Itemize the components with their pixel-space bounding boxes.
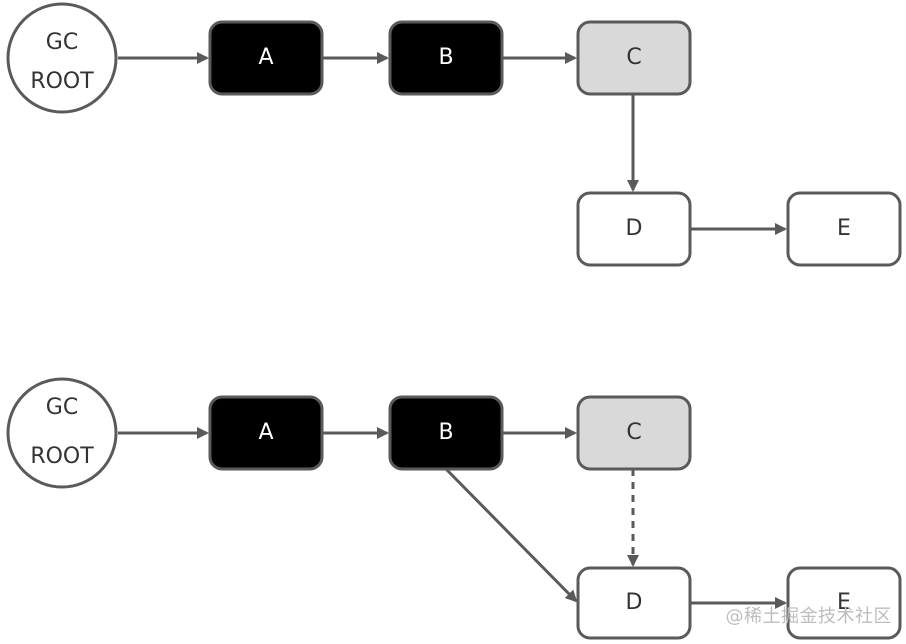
top-node-a: A — [208, 20, 324, 96]
bottom-node-d-label: D — [626, 590, 643, 615]
bottom-node-b: B — [388, 395, 504, 471]
bottom-node-d: D — [576, 566, 692, 640]
top-node-b: B — [388, 20, 504, 96]
bottom-node-a-label: A — [258, 420, 273, 445]
bottom-node-b-label: B — [438, 420, 453, 445]
top-gc-root-label-line1: GC — [46, 30, 78, 55]
bottom-gc-root-node: GC ROOT — [6, 377, 118, 489]
top-node-d-label: D — [626, 216, 643, 241]
bottom-node-c-label: C — [626, 420, 641, 445]
top-diagram: GC ROOT A B C D E — [6, 2, 902, 267]
top-node-e-label: E — [837, 216, 851, 241]
top-gc-root-node: GC ROOT — [6, 2, 118, 114]
bottom-node-e-label: E — [837, 590, 851, 615]
top-node-c-label: C — [626, 45, 641, 70]
bottom-node-a: A — [208, 395, 324, 471]
bottom-edge-b-to-d — [444, 467, 578, 603]
top-node-c: C — [576, 20, 692, 96]
bottom-node-e: E — [786, 566, 902, 640]
top-node-a-label: A — [258, 45, 273, 70]
bottom-node-c: C — [576, 395, 692, 471]
bottom-diagram: GC ROOT A B C D E — [6, 377, 902, 640]
top-gc-root-label-line2: ROOT — [30, 69, 94, 94]
bottom-gc-root-label-line1: GC — [46, 395, 78, 420]
top-node-e: E — [786, 191, 902, 267]
bottom-gc-root-label-line2: ROOT — [30, 444, 94, 469]
watermark-text: @稀土掘金技术社区 — [725, 606, 892, 627]
top-node-d: D — [576, 191, 692, 267]
top-node-b-label: B — [438, 45, 453, 70]
